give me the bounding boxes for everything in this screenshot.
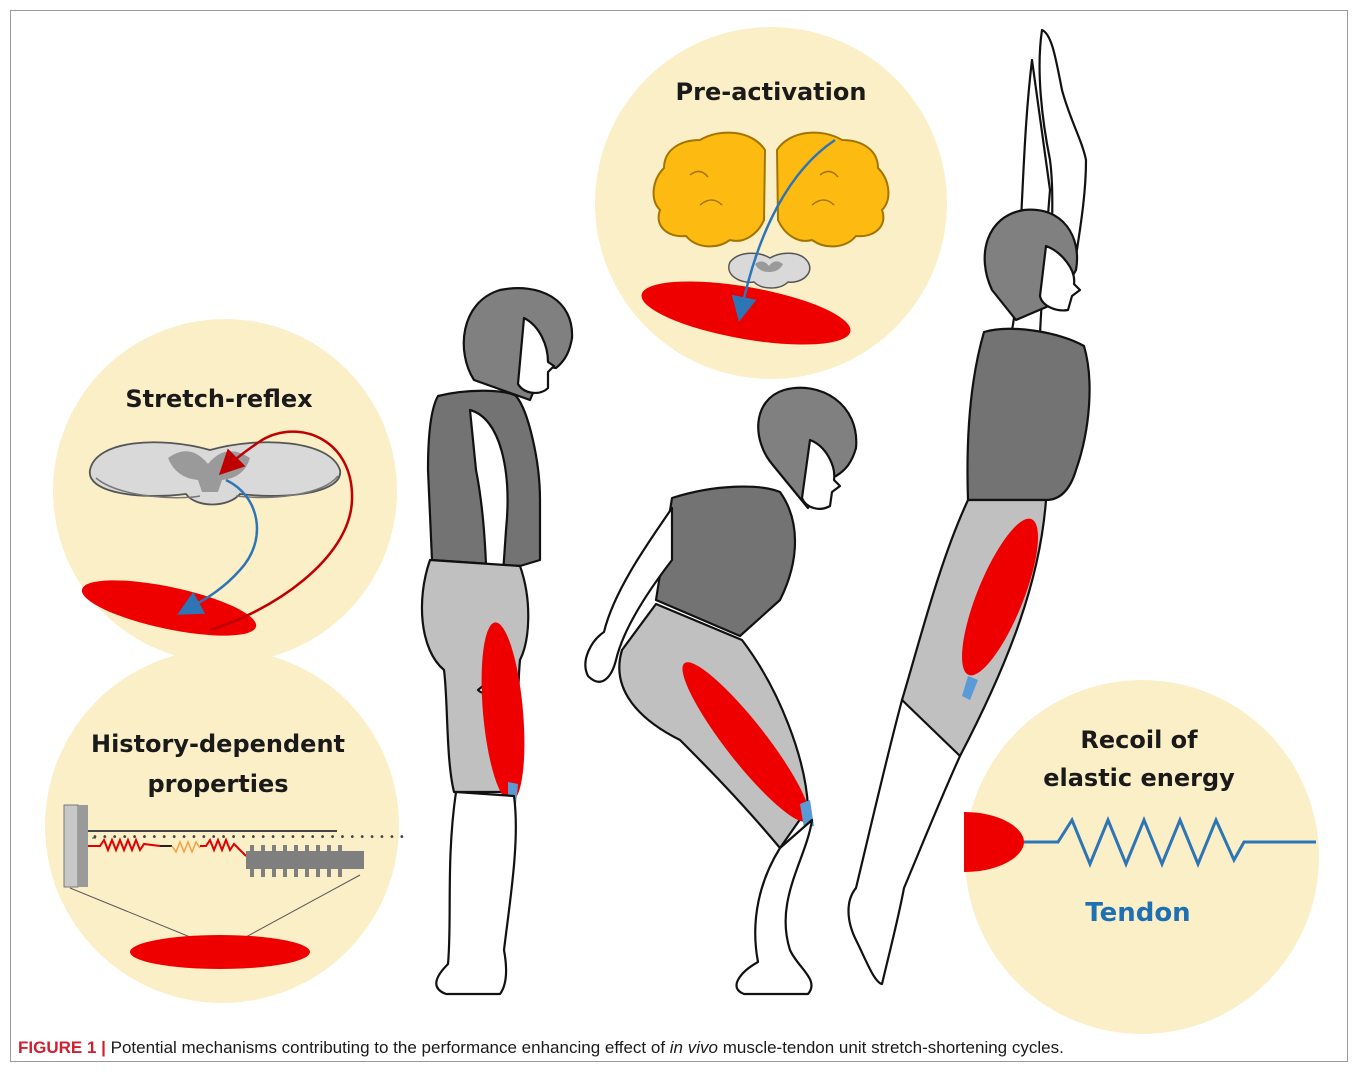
caption-separator: |: [101, 1038, 106, 1057]
svg-text:••••••••••••••••••••••••••••••: ••••••••••••••••••••••••••••••••: [92, 832, 409, 843]
recoil-title-line1: Recoil of: [1080, 726, 1198, 754]
pre-activation-title: Pre-activation: [676, 78, 867, 106]
muscle-oval: [130, 935, 310, 969]
crouching-figure: [585, 388, 856, 994]
standing-figure: [422, 288, 572, 994]
recoil-title-line2: elastic energy: [1043, 764, 1235, 792]
figure-caption: FIGURE 1 | Potential mechanisms contribu…: [18, 1038, 1338, 1058]
caption-text-start: Potential mechanisms contributing to the…: [111, 1038, 665, 1057]
tendon-label: Tendon: [1085, 898, 1190, 928]
history-dependent-title-line2: properties: [147, 770, 288, 798]
figure-number: FIGURE 1: [18, 1038, 96, 1057]
history-dependent-title-line1: History-dependent: [91, 730, 345, 758]
caption-italic-term: in vivo: [670, 1038, 718, 1057]
stretch-reflex-title: Stretch-reflex: [125, 385, 313, 413]
caption-text-end: muscle-tendon unit stretch-shortening cy…: [723, 1038, 1064, 1057]
